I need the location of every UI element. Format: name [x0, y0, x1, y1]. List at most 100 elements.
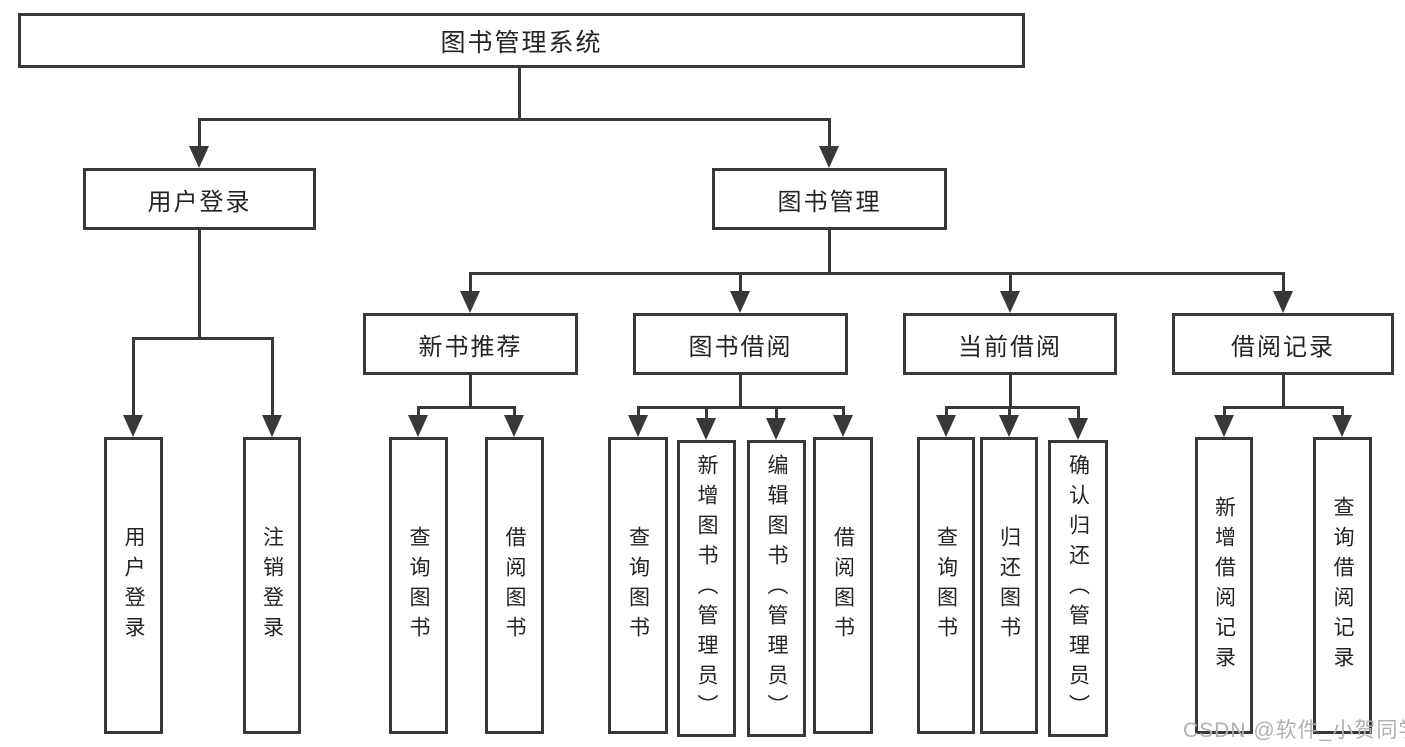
node-label: 用户登录 [147, 188, 252, 216]
arrow-down-icon [696, 406, 716, 440]
arrow-shaft [270, 337, 274, 415]
node-label: 新增图书（管理员） [695, 453, 718, 724]
arrow-down-icon [262, 337, 282, 437]
arrow-head [696, 418, 716, 440]
node-leaf-query-books-3: 查询图书 [917, 437, 975, 734]
node-label: 借阅记录 [1231, 333, 1335, 361]
arrow-down-icon [504, 406, 524, 437]
arrow-head [628, 415, 648, 437]
node-leaf-logout: 注销登录 [243, 437, 301, 734]
arrow-shaft [827, 118, 831, 146]
node-leaf-user-login: 用户登录 [104, 437, 163, 734]
node-label: 图书管理 [777, 188, 882, 216]
arrow-head [1273, 291, 1293, 313]
arrow-shaft [1007, 406, 1011, 415]
node-label: 新增借阅记录 [1212, 495, 1236, 676]
node-library-management-system: 图书管理系统 [18, 13, 1025, 68]
arrow-head [936, 415, 956, 437]
node-label: 归还图书 [997, 525, 1021, 646]
arrow-head [766, 418, 786, 440]
arrow-head [1332, 415, 1352, 437]
node-label: 借阅图书 [831, 525, 855, 646]
node-label: 查询图书 [407, 525, 430, 646]
arrow-head [262, 415, 282, 437]
arrow-head [408, 415, 428, 437]
connector-book-borrow-stem [739, 375, 742, 406]
arrow-head [1214, 415, 1234, 437]
connector-user-login-stem [198, 230, 201, 337]
connector-borrow-record-stem [1282, 375, 1285, 406]
arrow-head [189, 146, 209, 168]
arrow-shaft [1340, 406, 1344, 415]
arrow-down-icon [408, 406, 428, 437]
arrow-head [460, 291, 480, 313]
arrow-down-icon [1000, 272, 1020, 313]
arrow-shaft [1076, 406, 1080, 418]
node-label: 查询借阅记录 [1331, 495, 1354, 676]
connector-bar-current-borrow [945, 406, 1079, 409]
arrow-shaft [1222, 406, 1226, 415]
node-new-book-recommend: 新书推荐 [363, 313, 578, 375]
arrow-head [833, 415, 853, 437]
node-leaf-query-books-1: 查询图书 [389, 437, 448, 734]
arrow-head [730, 291, 750, 313]
node-label: 借阅图书 [503, 525, 526, 646]
connector-current-borrow-stem [1009, 375, 1012, 406]
node-leaf-return-book: 归还图书 [980, 437, 1038, 734]
node-label: 新书推荐 [418, 333, 523, 361]
arrow-down-icon [1273, 272, 1293, 313]
arrow-down-icon [1332, 406, 1352, 437]
node-leaf-add-borrow-record: 新增借阅记录 [1195, 437, 1253, 734]
connector-bar-level3 [469, 272, 1283, 275]
arrow-shaft [1281, 272, 1285, 291]
node-leaf-confirm-return-admin: 确认归还（管理员） [1048, 440, 1108, 737]
node-label: 当前借阅 [958, 333, 1062, 361]
arrow-down-icon [999, 406, 1019, 437]
node-leaf-borrow-books-2: 借阅图书 [813, 437, 873, 734]
arrow-down-icon [189, 118, 209, 168]
arrow-down-icon [1068, 406, 1088, 440]
arrow-shaft [774, 406, 778, 418]
connector-root-stem [518, 68, 521, 118]
node-user-login: 用户登录 [83, 168, 316, 230]
arrow-head [819, 146, 839, 168]
arrow-shaft [738, 272, 742, 291]
arrow-head [1000, 291, 1020, 313]
arrow-down-icon [833, 406, 853, 437]
node-book-borrowing: 图书借阅 [633, 313, 848, 375]
node-label: 查询图书 [626, 525, 650, 646]
arrow-shaft [841, 406, 845, 415]
arrow-down-icon [628, 406, 648, 437]
arrow-head [1068, 418, 1088, 440]
node-borrowing-records: 借阅记录 [1172, 313, 1394, 375]
connector-new-book-stem [469, 375, 472, 406]
arrow-shaft [197, 118, 201, 146]
arrow-head [504, 415, 524, 437]
arrow-down-icon [460, 272, 480, 313]
arrow-head [999, 415, 1019, 437]
arrow-shaft [636, 406, 640, 415]
arrow-down-icon [1214, 406, 1234, 437]
node-leaf-edit-book-admin: 编辑图书（管理员） [747, 440, 806, 737]
arrow-shaft [944, 406, 948, 415]
node-label: 注销登录 [260, 525, 284, 646]
node-book-management: 图书管理 [712, 168, 947, 230]
arrow-down-icon [936, 406, 956, 437]
node-leaf-add-book-admin: 新增图书（管理员） [677, 440, 736, 737]
connector-book-management-stem [828, 230, 831, 272]
arrow-shaft [512, 406, 516, 415]
node-leaf-borrow-books-1: 借阅图书 [485, 437, 544, 734]
node-current-borrowing: 当前借阅 [903, 313, 1117, 375]
arrow-shaft [131, 337, 135, 415]
node-label: 图书管理系统 [440, 28, 603, 57]
node-label: 查询图书 [934, 525, 958, 646]
connector-bar-borrow-record [1224, 406, 1343, 409]
connector-bar-level2 [198, 118, 831, 121]
csdn-watermark: CSDN @软件_小贺同学 [1183, 719, 1405, 742]
node-leaf-query-books-2: 查询图书 [608, 437, 668, 734]
arrow-down-icon [819, 118, 839, 168]
arrow-shaft [416, 406, 420, 415]
node-label: 确认归还（管理员） [1066, 453, 1090, 724]
connector-bar-book-borrow [637, 406, 844, 409]
